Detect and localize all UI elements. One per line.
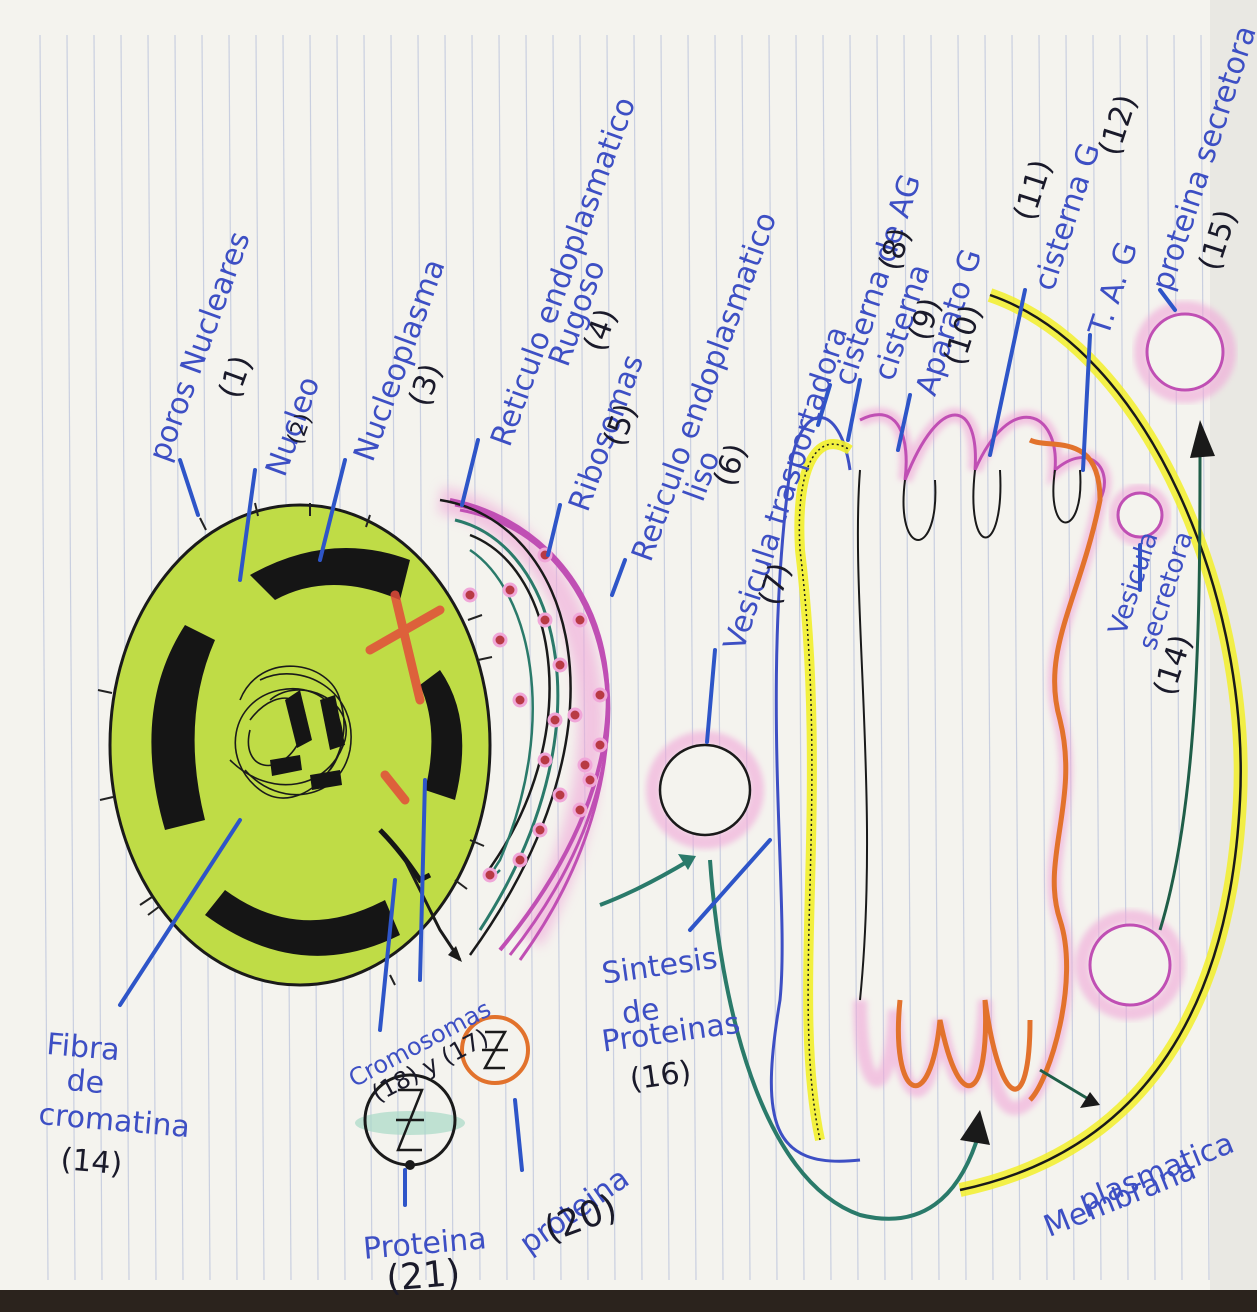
ribosome bbox=[574, 804, 586, 816]
ribosome bbox=[569, 709, 581, 721]
ribosome bbox=[484, 869, 496, 881]
label-chromatin-fiber: Fibra bbox=[45, 1030, 121, 1066]
secretory-vesicle bbox=[1082, 917, 1178, 1013]
label-protein-21-number: (21) bbox=[385, 1256, 462, 1298]
ribosome bbox=[549, 714, 561, 726]
table-edge bbox=[0, 1290, 1257, 1312]
ribosome bbox=[504, 584, 516, 596]
label-chromatin-fiber-number: (14) bbox=[59, 1145, 123, 1180]
ribosome bbox=[539, 754, 551, 766]
ribosome bbox=[554, 789, 566, 801]
ribosome bbox=[574, 614, 586, 626]
ribosome bbox=[464, 589, 476, 601]
ribosome bbox=[494, 634, 506, 646]
ribosome bbox=[534, 824, 546, 836]
transport-vesicle bbox=[653, 738, 757, 842]
ribosome bbox=[579, 759, 591, 771]
ribosome bbox=[594, 689, 606, 701]
ribosome bbox=[514, 694, 526, 706]
ribosome bbox=[539, 614, 551, 626]
ribosome bbox=[584, 774, 596, 786]
ribosome bbox=[514, 854, 526, 866]
ribosome bbox=[554, 659, 566, 671]
ribosome bbox=[594, 739, 606, 751]
label-chromatin-fiber-line2: de bbox=[65, 1066, 105, 1099]
label-protein-synthesis-number: (16) bbox=[628, 1057, 693, 1095]
secretory-protein-vesicle bbox=[1141, 308, 1229, 396]
